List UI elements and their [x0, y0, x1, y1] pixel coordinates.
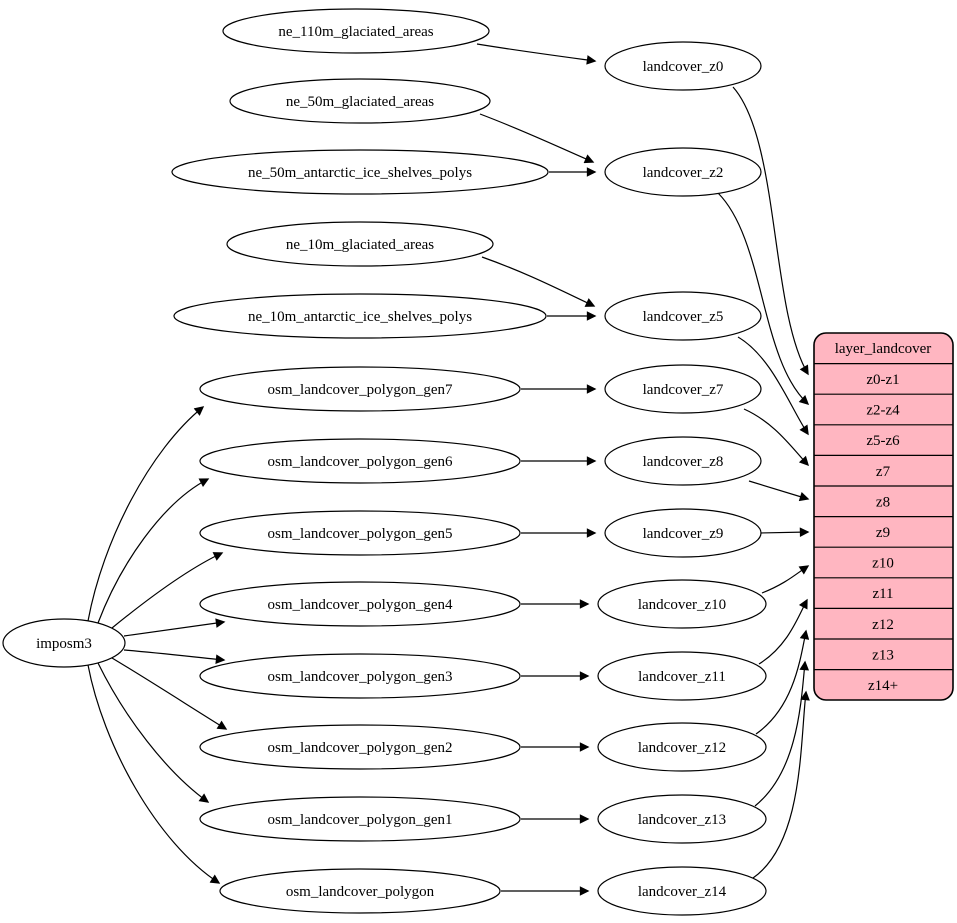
edge-imposm3-gen1	[97, 662, 210, 803]
stage-label: landcover_z10	[638, 597, 726, 613]
edge-ne110m-z0	[476, 43, 597, 65]
node-landcover-z10: landcover_z10	[597, 579, 767, 629]
node-landcover-z5: landcover_z5	[604, 291, 762, 341]
edge-z10-row	[761, 565, 810, 594]
edge-z12-row	[755, 629, 810, 735]
edge-imposm3-gen3	[123, 649, 226, 664]
edge-z0-row	[732, 86, 809, 376]
edge-z7-row	[743, 408, 809, 467]
node-ne-10m-glaciated-areas: ne_10m_glaciated_areas	[226, 221, 494, 267]
edge-z11-row	[758, 598, 808, 665]
edges-importer-fan	[87, 406, 228, 884]
stage-label: landcover_z13	[638, 812, 726, 828]
node-landcover-z0: landcover_z0	[604, 41, 762, 91]
edge-z8-row	[748, 480, 810, 502]
stage-label: landcover_z11	[638, 669, 726, 685]
table-row-z0-z1: z0-z1	[866, 372, 899, 388]
node-osm-landcover-polygon-gen3: osm_landcover_polygon_gen3	[199, 653, 521, 699]
edges-stages-to-table	[717, 86, 810, 879]
edge-imposm3-gen7	[87, 406, 205, 622]
source-label: osm_landcover_polygon_gen1	[268, 812, 453, 828]
node-osm-landcover-polygon-gen4: osm_landcover_polygon_gen4	[199, 581, 521, 627]
node-landcover-z9: landcover_z9	[604, 508, 762, 558]
edge-z14-row	[752, 690, 810, 879]
edges-sources-to-stages	[476, 43, 597, 896]
node-imposm3: imposm3	[2, 618, 126, 668]
node-landcover-z2: landcover_z2	[604, 147, 762, 197]
source-label: osm_landcover_polygon_gen7	[268, 382, 453, 398]
edge-z2-row	[717, 192, 810, 405]
source-label: ne_10m_antarctic_ice_shelves_polys	[248, 309, 472, 325]
table-row-z8: z8	[876, 494, 890, 510]
node-ne-50m-antarctic-ice-shelves-polys: ne_50m_antarctic_ice_shelves_polys	[171, 149, 549, 195]
edge-z5-row	[737, 336, 809, 436]
source-label: ne_10m_glaciated_areas	[286, 237, 434, 253]
node-landcover-z12: landcover_z12	[597, 722, 767, 772]
edge-imposm3-gen4	[123, 618, 226, 637]
stage-label: landcover_z12	[638, 740, 726, 756]
table-row-z7: z7	[876, 464, 891, 480]
source-label: osm_landcover_polygon_gen5	[268, 526, 453, 542]
table-row-z14plus: z14+	[868, 678, 898, 694]
node-ne-50m-glaciated-areas: ne_50m_glaciated_areas	[229, 78, 491, 124]
stage-label: landcover_z9	[643, 526, 724, 542]
source-label: osm_landcover_polygon_gen4	[268, 597, 453, 613]
node-landcover-z14: landcover_z14	[597, 866, 767, 916]
edge-z13-row	[754, 660, 810, 807]
table-row-z12: z12	[872, 617, 894, 633]
node-ne-110m-glaciated-areas: ne_110m_glaciated_areas	[222, 8, 490, 54]
node-imposm3-label: imposm3	[36, 636, 92, 652]
node-osm-landcover-polygon-gen5: osm_landcover_polygon_gen5	[199, 510, 521, 556]
stage-label: landcover_z2	[643, 165, 724, 181]
table-row-z2-z4: z2-z4	[866, 403, 900, 419]
table-row-z10: z10	[872, 556, 894, 572]
stage-label: landcover_z7	[643, 382, 724, 398]
node-osm-landcover-polygon-gen6: osm_landcover_polygon_gen6	[199, 438, 521, 484]
edge-ne10m-glaciated-z5	[481, 256, 596, 307]
node-landcover-z13: landcover_z13	[597, 794, 767, 844]
source-label: osm_landcover_polygon_gen2	[268, 740, 453, 756]
node-osm-landcover-polygon-gen7: osm_landcover_polygon_gen7	[199, 366, 521, 412]
node-landcover-z8: landcover_z8	[604, 436, 762, 486]
node-landcover-z11: landcover_z11	[597, 651, 767, 701]
stage-label: landcover_z0	[643, 59, 724, 75]
stage-label: landcover_z8	[643, 454, 724, 470]
source-label: osm_landcover_polygon_gen6	[268, 454, 453, 470]
edge-ne50m-glaciated-z2	[479, 113, 595, 164]
source-label: ne_50m_glaciated_areas	[286, 94, 434, 110]
table-row-z11: z11	[872, 586, 893, 602]
node-osm-landcover-polygon-gen1: osm_landcover_polygon_gen1	[199, 796, 521, 842]
edge-imposm3-gen2	[111, 657, 228, 730]
source-label: ne_50m_antarctic_ice_shelves_polys	[248, 165, 472, 181]
node-ne-10m-antarctic-ice-shelves-polys: ne_10m_antarctic_ice_shelves_polys	[173, 293, 547, 339]
layer-landcover-table: layer_landcover z0-z1 z2-z4 z5-z6 z7 z8 …	[813, 332, 954, 701]
node-osm-landcover-polygon-gen2: osm_landcover_polygon_gen2	[199, 724, 521, 770]
table-row-z9: z9	[876, 525, 890, 541]
source-label: osm_landcover_polygon_gen3	[268, 669, 453, 685]
node-landcover-z7: landcover_z7	[604, 364, 762, 414]
edge-imposm3-gen6	[97, 478, 210, 624]
node-osm-landcover-polygon: osm_landcover_polygon	[219, 868, 501, 914]
source-label: ne_110m_glaciated_areas	[278, 24, 433, 40]
stage-label: landcover_z5	[643, 309, 724, 325]
edge-imposm3-polygon	[87, 664, 221, 884]
stage-label: landcover_z14	[638, 884, 727, 900]
table-row-z13: z13	[872, 647, 894, 663]
source-label: osm_landcover_polygon	[286, 884, 435, 900]
edge-z9-row	[759, 527, 810, 537]
table-title: layer_landcover	[835, 341, 932, 357]
edge-imposm3-gen5	[111, 552, 224, 629]
table-row-z5-z6: z5-z6	[866, 433, 900, 449]
